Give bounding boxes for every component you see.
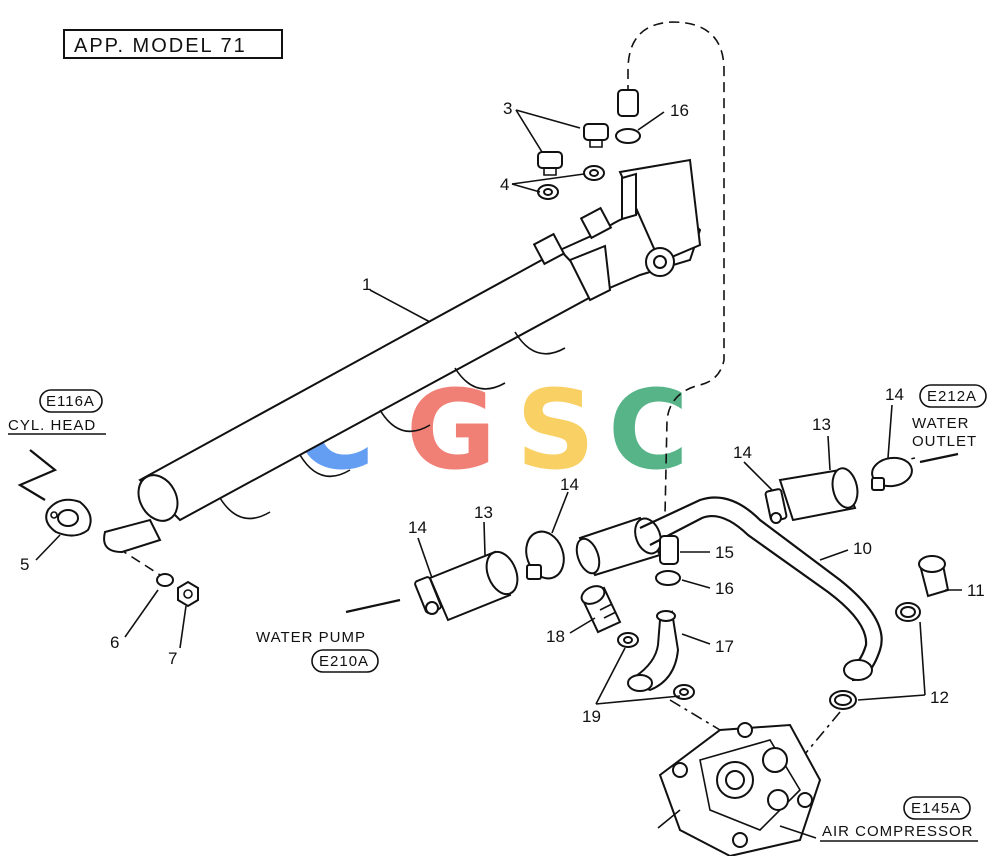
elbow-fitting-part-17 — [627, 610, 680, 692]
clamp-part-16 — [655, 570, 681, 586]
ref-water-pump: WATER PUMP E210A — [256, 629, 379, 673]
callout-5: 5 — [20, 555, 29, 574]
callouts: 1 3 4 5 6 7 10 11 12 13 13 14 14 14 14 1… — [20, 99, 985, 726]
clamp-middle — [525, 530, 565, 580]
watermark-letter-3: S — [516, 366, 595, 494]
hose-left — [414, 550, 519, 622]
plug-part-3 — [537, 123, 609, 176]
banjo-bolt-part-18 — [580, 585, 622, 634]
flow-arrows — [345, 452, 959, 614]
nut-part-7 — [177, 580, 199, 608]
callout-3: 3 — [503, 99, 512, 118]
ref-water-pump-name: WATER PUMP — [256, 629, 366, 646]
routing-line-top — [627, 21, 725, 516]
callout-16-bottom: 16 — [715, 579, 734, 598]
model-label: APP. MODEL 71 — [63, 29, 283, 59]
gasket-part-5 — [45, 498, 92, 537]
model-label-text: APP. MODEL 71 — [74, 35, 247, 57]
leader-lines — [35, 109, 962, 839]
ref-water-outlet: E212A WATER OUTLET — [912, 384, 987, 450]
callout-14-far-right: 14 — [885, 385, 904, 404]
callout-10: 10 — [853, 539, 872, 558]
washer-part-6 — [156, 573, 174, 587]
callout-16-top: 16 — [670, 101, 689, 120]
ring-part-12 — [829, 602, 921, 710]
ref-air-compressor-name: AIR COMPRESSOR — [822, 823, 974, 840]
hose-stub-top — [615, 89, 641, 144]
clamp-right — [871, 456, 913, 491]
callout-14-middle: 14 — [560, 475, 579, 494]
bent-tube-part-10 — [639, 496, 883, 682]
callout-7: 7 — [168, 649, 177, 668]
ref-water-outlet-name-2: OUTLET — [912, 433, 977, 450]
callout-14-right: 14 — [733, 443, 752, 462]
callout-14-left: 14 — [408, 518, 427, 537]
callout-17: 17 — [715, 637, 734, 656]
ref-air-compressor-code: E145A — [911, 800, 961, 817]
callout-1: 1 — [362, 275, 371, 294]
callout-19: 19 — [582, 707, 601, 726]
callout-15: 15 — [715, 543, 734, 562]
water-manifold — [103, 158, 702, 554]
callout-11: 11 — [967, 581, 985, 600]
callout-4: 4 — [500, 175, 509, 194]
washer-part-4 — [537, 165, 605, 200]
routing-line-elbow — [669, 699, 721, 731]
hose-right — [764, 467, 859, 524]
pipe-middle — [575, 516, 662, 577]
routing-line-ring — [799, 711, 841, 761]
callout-6: 6 — [110, 633, 119, 652]
callout-13-left: 13 — [474, 503, 493, 522]
hose-part-15 — [659, 535, 679, 565]
ref-water-outlet-name-1: WATER — [912, 415, 970, 432]
ref-air-compressor: E145A AIR COMPRESSOR — [820, 796, 978, 842]
ref-water-outlet-code: E212A — [927, 388, 977, 405]
cyl-head-arrow — [17, 449, 58, 501]
ref-water-pump-code: E210A — [319, 653, 369, 670]
callout-13-right: 13 — [812, 415, 831, 434]
air-compressor-housing — [658, 722, 822, 856]
callout-18: 18 — [546, 627, 565, 646]
bolt-part-11 — [918, 555, 950, 598]
watermark-letter-4: C — [608, 366, 689, 494]
ref-cyl-head-name: CYL. HEAD — [8, 417, 96, 434]
callout-12: 12 — [930, 688, 949, 707]
ref-cyl-head: E116A CYL. HEAD — [8, 389, 106, 435]
ref-cyl-head-code: E116A — [46, 393, 95, 410]
